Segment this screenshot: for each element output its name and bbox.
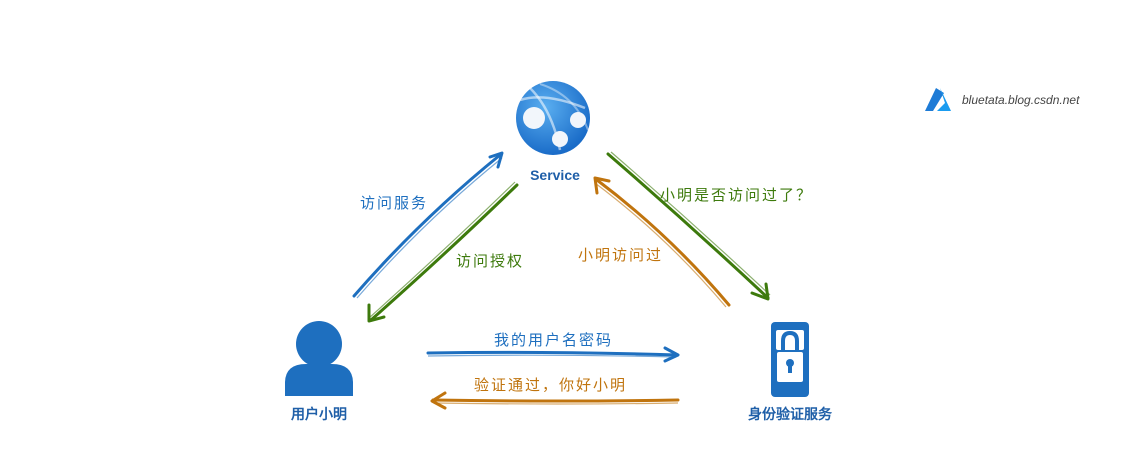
azure-logo-icon [925,88,951,111]
watermark: bluetata.blog.csdn.net [925,88,1080,111]
edge-label-access-granted: 访问授权 [456,252,524,270]
globe-icon [516,81,590,155]
edge-label-has-visited: 小明访问过 [578,246,663,264]
edge-verified: 验证通过，你好小明 [430,376,680,410]
phone-lock-icon [771,322,809,397]
service-node: Service [516,81,590,183]
edge-access-granted: 访问授权 [367,181,524,323]
edge-has-visited: 小明访问过 [578,176,731,308]
auth-node: 身份验证服务 [748,322,833,422]
edge-credentials: 我的用户名密码 [426,331,680,363]
user-label: 用户小明 [291,406,347,422]
service-label: Service [530,167,580,183]
user-icon [285,321,353,396]
watermark-text: bluetata.blog.csdn.net [962,93,1080,107]
edge-has-visited-query: 小明是否访问过了？ [606,151,813,301]
edge-label-has-visited-query: 小明是否访问过了？ [660,186,813,204]
auth-label: 身份验证服务 [748,406,833,422]
edge-access-service: 访问服务 [352,151,504,299]
edge-label-access-service: 访问服务 [360,194,428,212]
edge-label-credentials: 我的用户名密码 [494,331,613,349]
user-node: 用户小明 [285,321,353,422]
edge-label-verified: 验证通过，你好小明 [474,376,627,394]
